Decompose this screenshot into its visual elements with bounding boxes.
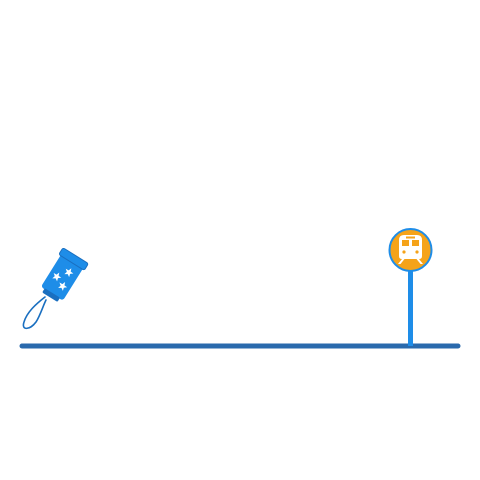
- star-icon: [58, 282, 68, 291]
- firework-cannon[interactable]: [22, 247, 89, 330]
- fuse-string: [22, 296, 47, 330]
- train-icon: [398, 235, 423, 264]
- rocket-cap: [59, 247, 89, 271]
- sign-pole: [408, 266, 413, 346]
- star-icon: [64, 268, 74, 278]
- star-icon: [52, 272, 62, 282]
- train-station-sign[interactable]: [388, 228, 433, 272]
- rocket-base: [42, 288, 60, 302]
